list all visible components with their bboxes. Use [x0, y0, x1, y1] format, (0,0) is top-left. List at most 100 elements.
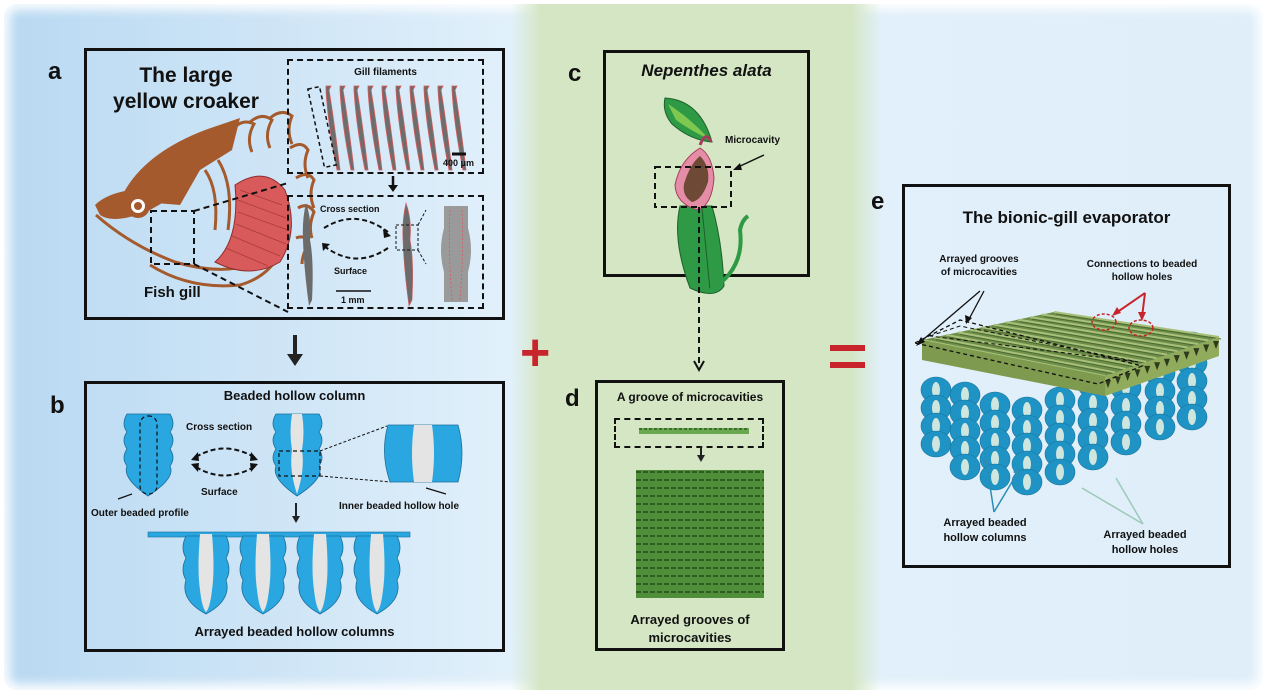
groove-highlight-box — [913, 319, 1145, 385]
panel-b-caption: Arrayed beaded hollow columns — [194, 624, 395, 639]
connection-circle-1 — [1091, 313, 1117, 331]
evap-tooth — [1134, 369, 1141, 378]
grooves-label: Arrayed grooves of microcavities — [918, 253, 1040, 279]
gill-lines — [225, 189, 289, 267]
connections-label-line2: hollow holes — [1111, 272, 1173, 283]
panel-d-caption-line1: Arrayed grooves of — [630, 612, 750, 627]
equals-operator-bottom — [830, 362, 865, 368]
evap-tooth — [1193, 348, 1200, 357]
bead-hole — [1122, 416, 1130, 432]
panel-d-letter: d — [565, 385, 580, 412]
fish-gill-label: Fish gill — [144, 284, 201, 301]
groove-array-block — [636, 470, 764, 598]
microcavity-box — [654, 166, 732, 208]
panel-d-title: A groove of microcavities — [616, 390, 764, 404]
panel-c-title: Nepenthes alata — [641, 61, 772, 80]
evap-tooth — [1114, 376, 1121, 385]
evaporator-top-surface — [922, 312, 1219, 376]
bead-hole — [1188, 373, 1196, 389]
panel-a-title-line1: The large — [139, 64, 233, 87]
evap-groove-ridge — [933, 336, 1116, 374]
evap-tooth — [1213, 341, 1219, 349]
groove-array — [636, 470, 764, 598]
evap-groove-ridge — [1029, 316, 1199, 346]
gill-filament — [409, 85, 425, 171]
panel-a-title-line2: yellow croaker — [113, 90, 259, 113]
bead-hole — [1156, 383, 1164, 399]
evap-tooth — [1163, 358, 1170, 367]
evap-groove-shadow — [947, 336, 1128, 372]
surface-arrow — [323, 245, 389, 260]
evap-groove-ridge — [981, 326, 1157, 360]
bead-hole — [932, 400, 940, 416]
bead-hole — [1023, 402, 1031, 418]
panel-e-letter: e — [871, 188, 885, 215]
bead-hole — [961, 441, 969, 457]
bead-hole — [991, 415, 999, 431]
filament-zoom-image — [441, 206, 471, 302]
gill-filament — [339, 85, 355, 171]
evap-groove-shadow — [971, 331, 1149, 365]
fish-scales — [203, 111, 316, 265]
evap-groove-shadow — [995, 326, 1170, 358]
bead-hole — [1188, 391, 1196, 407]
evap-groove-ridge — [993, 323, 1168, 356]
gill-filaments-label: Gill filaments — [354, 67, 417, 78]
columns-label-line2: hollow columns — [943, 532, 1027, 544]
bead-hole — [1023, 456, 1031, 472]
bead-hole — [961, 387, 969, 403]
panel-d-box — [595, 380, 785, 651]
evap-groove-shadow — [1043, 316, 1211, 344]
bead-hole — [991, 451, 999, 467]
panel-a-title: The large yellow croaker — [96, 63, 276, 115]
fish-jaw — [95, 213, 251, 271]
filament-surface-view — [302, 203, 313, 306]
panel-a-box — [84, 48, 505, 320]
fish-gill — [214, 175, 292, 272]
bead-hole — [1089, 413, 1097, 429]
bead-hole — [961, 459, 969, 475]
evap-groove-ridge — [1041, 313, 1209, 342]
pitcher-mouth — [683, 156, 709, 202]
connections-label-line1: Connections to beaded — [1086, 259, 1198, 270]
array-hollow — [369, 534, 385, 612]
array-hollow — [312, 534, 328, 612]
evaporator-front-face — [922, 340, 1105, 396]
evap-groove-ridge — [1053, 311, 1220, 338]
evap-groove-shadow — [1019, 321, 1190, 351]
bead-hole — [961, 423, 969, 439]
bead-hole — [1056, 428, 1064, 444]
cross-section-arrow — [323, 217, 389, 233]
bead-hole — [932, 436, 940, 452]
fish-head-top — [120, 118, 240, 205]
evap-tooth — [1173, 355, 1180, 364]
scale-label-400um: 400 μm — [443, 158, 475, 168]
plus-operator: + — [520, 324, 551, 382]
panel-c-letter: c — [568, 60, 582, 87]
gill-filament — [353, 85, 369, 171]
holes-label-line2: hollow holes — [1111, 544, 1179, 556]
microcavity-label: Microcavity — [725, 135, 781, 146]
gill-filament — [451, 85, 467, 171]
bead-hole — [1156, 401, 1164, 417]
evaporator-side-face — [1105, 337, 1219, 396]
panel-e-box — [902, 184, 1231, 568]
evap-tooth — [1144, 365, 1151, 374]
bead-hole — [1056, 464, 1064, 480]
cross-section-label-b: Cross section — [186, 422, 253, 433]
grooves-label-line2: of microcavities — [940, 267, 1018, 278]
holes-label: Arrayed beaded hollow holes — [1080, 528, 1210, 558]
outer-profile-pointer — [117, 493, 133, 500]
bead-hole — [1023, 474, 1031, 490]
inner-hole-label: Inner beaded hollow hole — [339, 501, 460, 512]
bead-hole — [991, 469, 999, 485]
evaporator-side-teeth — [1105, 341, 1219, 388]
grooves-label-line1: Arrayed grooves — [939, 254, 1019, 265]
bead-hole — [1089, 395, 1097, 411]
